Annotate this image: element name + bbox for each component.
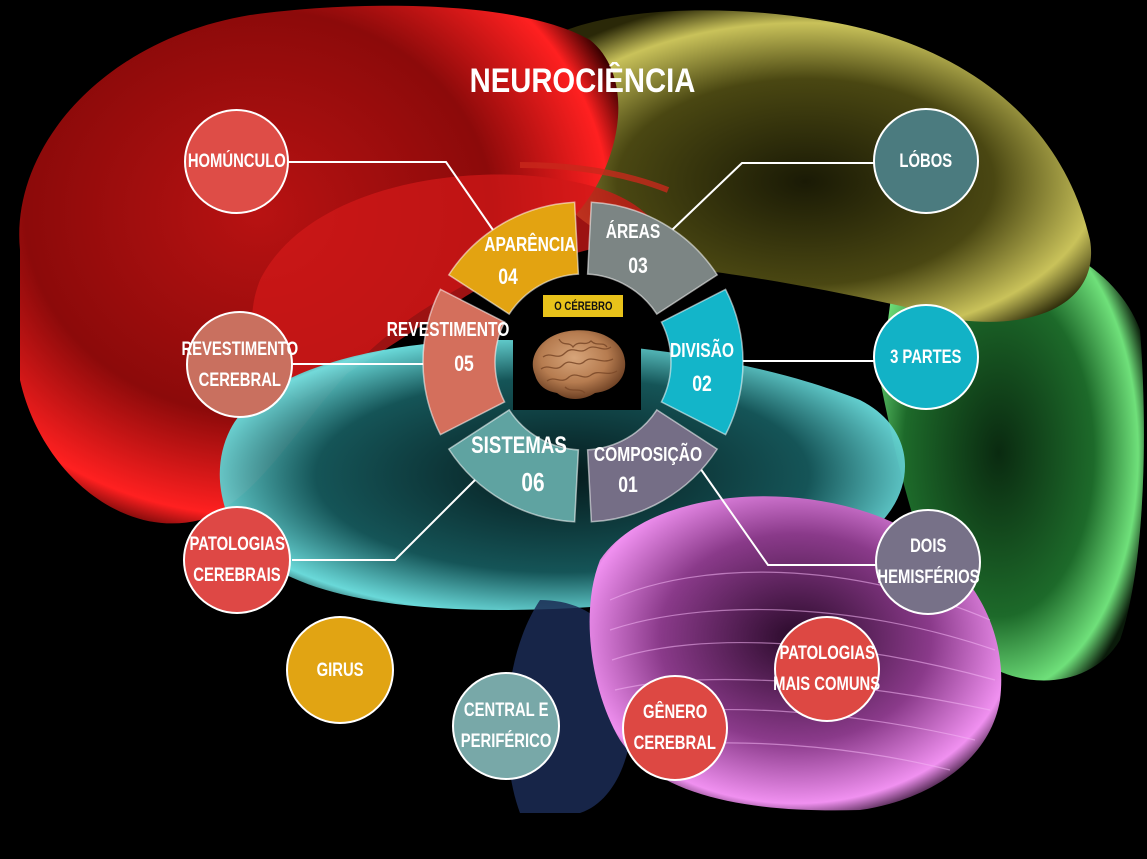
segment-number-sistemas: 06 [521,468,544,497]
connector-sistemas [292,478,477,561]
connector-composicao [699,467,877,566]
node-label-line: PATOLOGIAS [779,643,875,664]
connector-homunculo [288,161,494,231]
segment-number-composicao: 01 [618,473,638,497]
segment-revestimento[interactable] [422,288,506,436]
segment-label-sistemas: SISTEMAS [471,432,567,459]
segment-sistemas[interactable] [447,408,580,523]
brain-photo[interactable] [513,317,641,410]
center-label: O CÉREBRO [543,295,623,317]
segment-number-divisao: 02 [692,372,712,396]
wheel-segments: COMPOSIÇÃO 01 DIVISÃO 02 ÁREAS 03 APARÊNCIA 04R… [387,201,744,523]
node-homunculo[interactable]: HOMÚNCULO [184,109,289,214]
segment-composicao[interactable] [586,408,719,523]
node-label-line: DOIS [909,536,947,557]
node-label-line: CENTRAL E [463,700,549,721]
node-label-line: GÊNERO [642,702,708,723]
brain-photo-icon [532,330,626,399]
segment-aparencia[interactable] [447,201,580,316]
node-label-line: CEREBRAL [198,369,281,391]
segment-label-areas: ÁREAS [606,219,661,242]
node-tres-partes[interactable]: 3 PARTES [873,304,979,410]
segment-number-revestimento: 05 [454,352,474,376]
node-patologias-comuns[interactable]: PATOLOGIAS MAIS COMUNS [773,616,881,722]
node-label-line: MAIS COMUNS [773,674,881,695]
node-label-line: REVESTIMENTO [181,338,298,360]
segment-areas[interactable] [586,201,719,316]
page-title: NEUROCIÊNCIA [469,62,696,100]
segment-label-revestimento: REVESTIMENTO [387,318,510,340]
node-label-line: CEREBRAIS [193,565,281,586]
node-genero-cerebral[interactable]: GÊNERO CEREBRAL [622,675,728,781]
node-girus[interactable]: GIRUS [286,616,394,724]
node-label-line: 3 PARTES [890,346,962,368]
segment-number-areas: 03 [628,254,648,278]
node-dois-hemisferios[interactable]: DOIS HEMISFÉRIOS [875,509,981,615]
connector-lines [288,161,878,566]
segment-label-composicao: COMPOSIÇÃO [594,442,702,465]
segment-number-aparencia: 04 [498,265,518,289]
node-lobos[interactable]: LÓBOS [873,108,979,214]
red-sulcus-line [519,162,670,193]
node-label-line: HOMÚNCULO [187,151,286,172]
node-central-periferico[interactable]: CENTRAL E PERIFÉRICO [452,672,560,780]
segment-label-aparencia: APARÊNCIA [484,232,576,255]
connector-lobos [671,162,875,231]
segment-divisao[interactable] [660,288,744,436]
node-label-line: HEMISFÉRIOS [876,567,980,588]
node-revestimento-cerebral[interactable]: REVESTIMENTO CEREBRAL [181,311,298,418]
node-patologias-cerebrais[interactable]: PATOLOGIAS CEREBRAIS [183,506,291,614]
segment-label-divisao: DIVISÃO [670,338,734,361]
node-label-line: GIRUS [316,659,364,681]
node-label-line: PATOLOGIAS [189,534,285,555]
node-label-line: LÓBOS [899,150,953,172]
node-label-line: CEREBRAL [633,733,717,754]
node-label-line: PERIFÉRICO [460,731,552,752]
